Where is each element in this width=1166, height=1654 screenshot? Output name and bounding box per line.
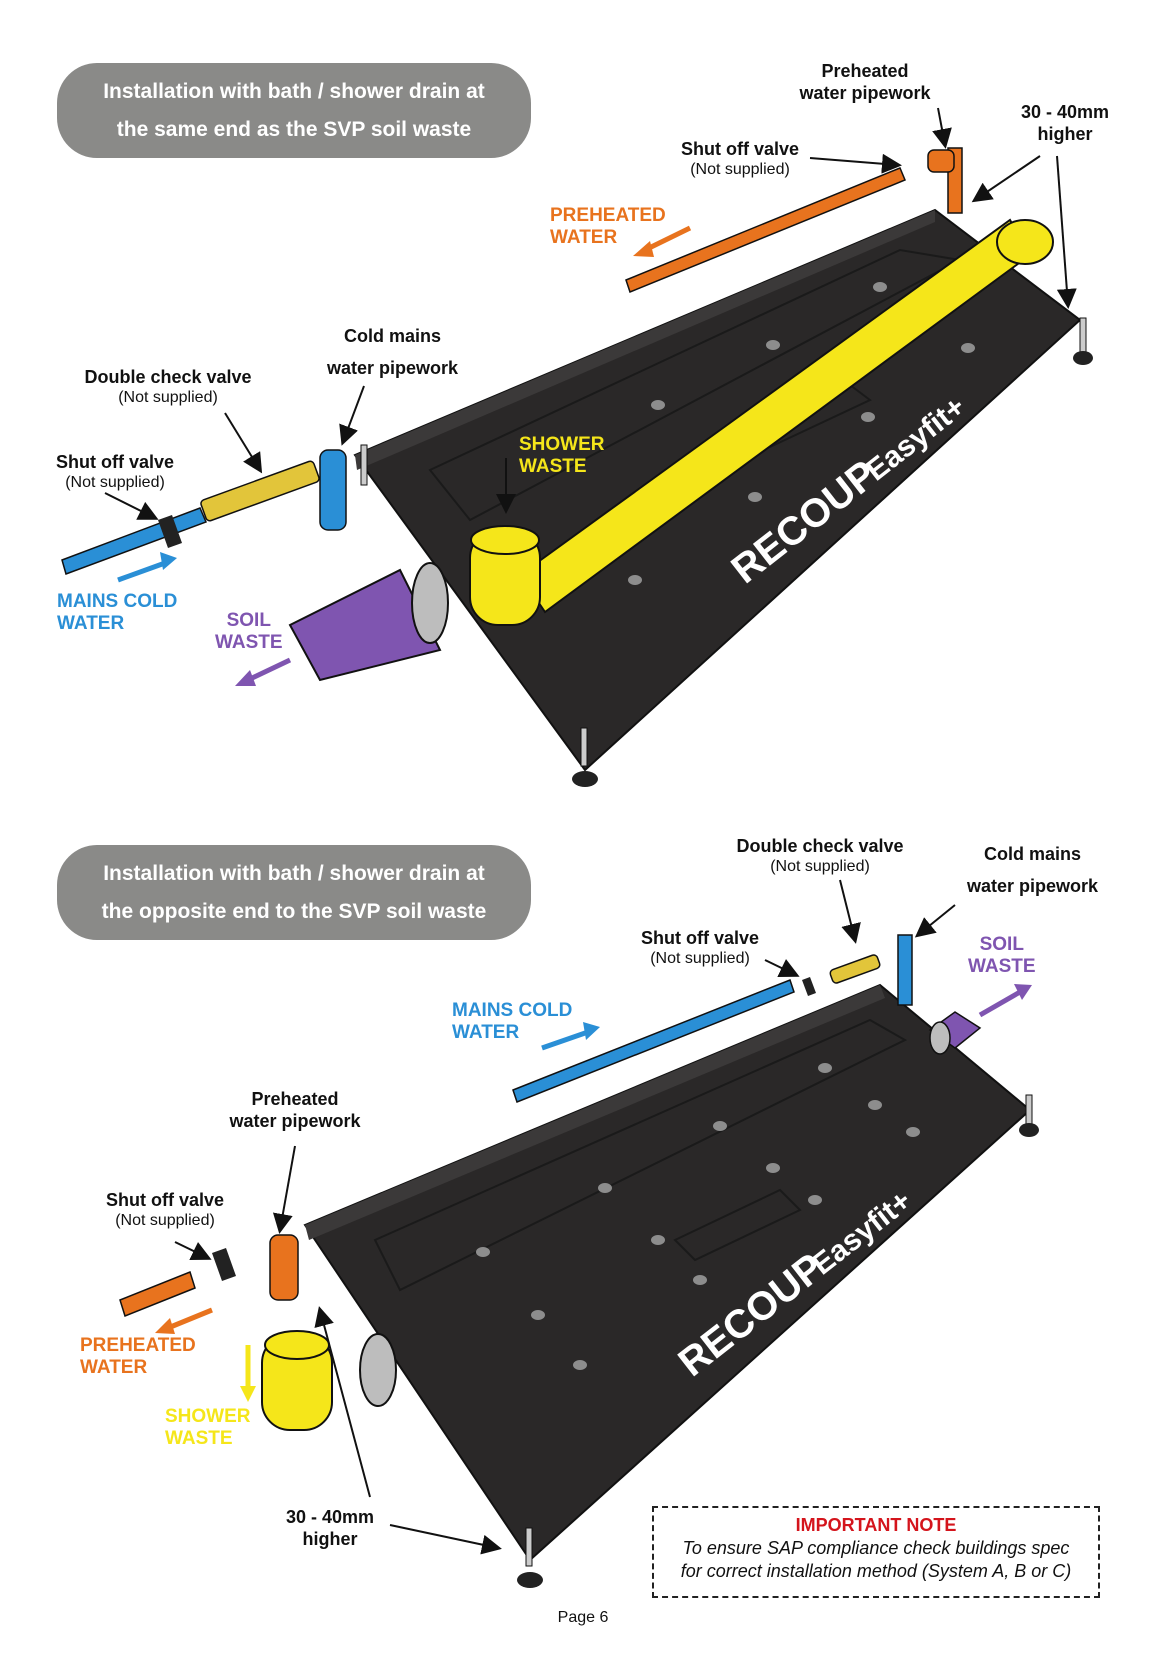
diagram2-title-line2: the opposite end to the SVP soil waste [81, 893, 507, 931]
diagram2-title: Installation with bath / shower drain at… [57, 845, 531, 940]
label-30-40mm-higher: 30 - 40mm higher [1000, 101, 1130, 145]
label-cold-mains-pipework: Cold mains water pipework [950, 838, 1115, 902]
label-shut-off-valve: Shut off valve (Not supplied) [660, 138, 820, 179]
important-note-box: IMPORTANT NOTE To ensure SAP compliance … [652, 1506, 1100, 1598]
diagram1-title-line1: Installation with bath / shower drain at [81, 73, 507, 111]
label-cold-mains-pipework: Cold mains water pipework [310, 320, 475, 384]
label-preheated-pipework: Preheated water pipework [770, 60, 960, 104]
important-note-line2: for correct installation method (System … [654, 1560, 1098, 1583]
diagram2-title-line1: Installation with bath / shower drain at [81, 855, 507, 893]
label-shut-off-valve: Shut off valve (Not supplied) [620, 927, 780, 968]
label-preheated-pipework: Preheated water pipework [200, 1088, 390, 1132]
preheated-pipe [120, 1272, 195, 1316]
important-note-title: IMPORTANT NOTE [654, 1514, 1098, 1537]
important-note-line1: To ensure SAP compliance check buildings… [654, 1537, 1098, 1560]
label-double-check-valve: Double check valve (Not supplied) [68, 366, 268, 407]
cold-mains-pipe [62, 508, 206, 574]
page-number: Page 6 [0, 1609, 1166, 1627]
diagram1-title-line2: the same end as the SVP soil waste [81, 111, 507, 149]
drain-tray [305, 985, 1030, 1560]
label-shut-off-valve: Shut off valve (Not supplied) [90, 1189, 240, 1230]
label-double-check-valve: Double check valve (Not supplied) [720, 835, 920, 876]
diagram1-title: Installation with bath / shower drain at… [57, 63, 531, 158]
adjustable-foot [1073, 318, 1093, 365]
label-shut-off-valve: Shut off valve (Not supplied) [40, 451, 190, 492]
label-30-40mm-higher: 30 - 40mm higher [265, 1506, 395, 1550]
